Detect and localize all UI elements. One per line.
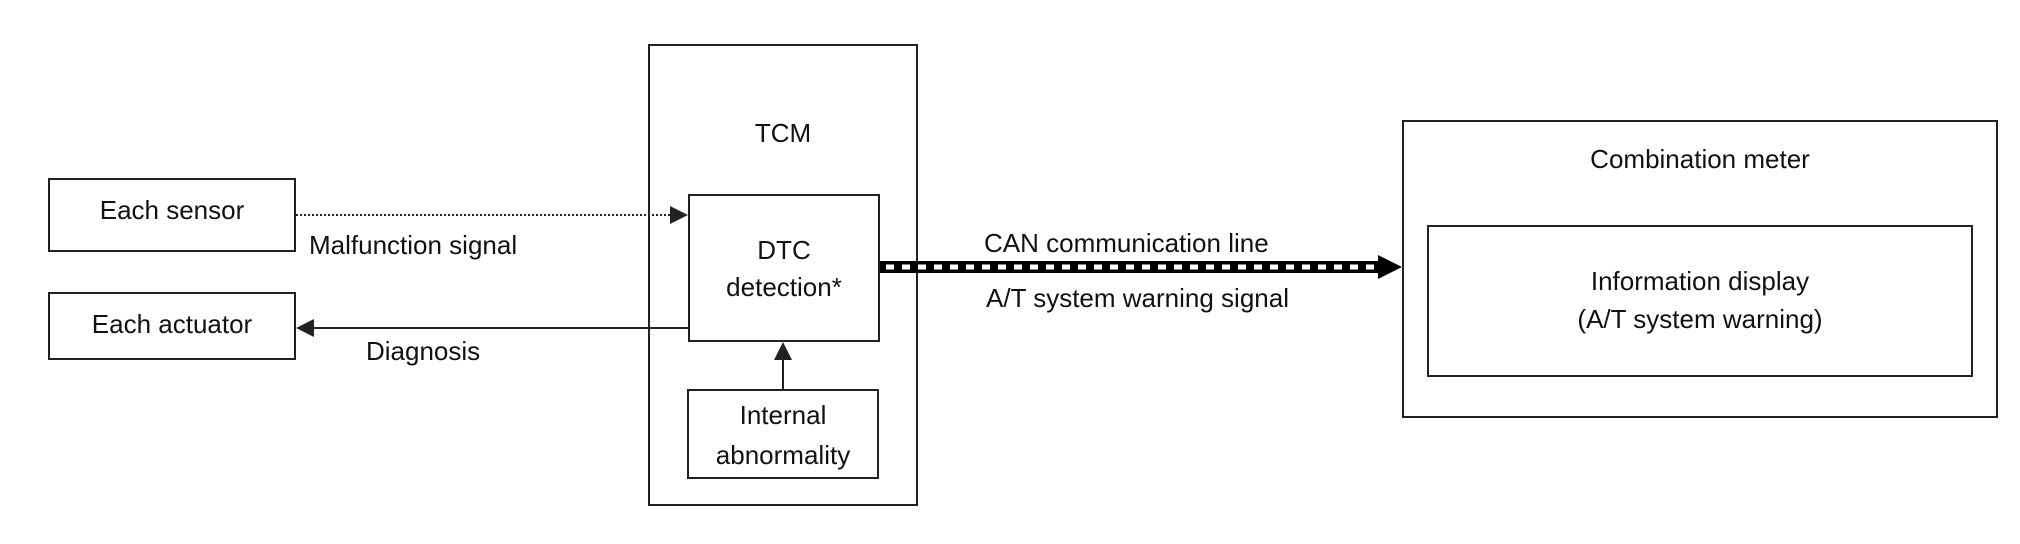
internal-abnormality-arrowhead (774, 342, 792, 360)
at-system-warning-signal-label: A/T system warning signal (986, 283, 1289, 313)
internal-abnormality-line2: abnormality (715, 440, 851, 470)
each-sensor-label: Each sensor (99, 195, 245, 225)
can-line-arrowhead (1378, 255, 1402, 279)
dtc-detection-line1: DTC (757, 235, 811, 265)
information-display-box (1427, 225, 1973, 377)
dtc-detection-box (688, 194, 880, 342)
each-actuator-box (48, 292, 296, 360)
internal-abnormality-line1: Internal (739, 400, 827, 430)
malfunction-signal-label: Malfunction signal (309, 230, 518, 260)
each-sensor-box (48, 178, 296, 252)
dtc-detection-line2: detection* (726, 272, 842, 302)
diagnosis-arrowhead (296, 319, 314, 337)
combination-meter-title: Combination meter (1590, 144, 1810, 174)
malfunction-signal-arrowhead (670, 206, 688, 224)
each-actuator-label: Each actuator (91, 309, 253, 339)
internal-abnormality-box (687, 389, 879, 479)
information-display-line1: Information display (1590, 266, 1810, 296)
diagnosis-label: Diagnosis (366, 336, 481, 366)
tcm-title: TCM (754, 118, 812, 148)
can-communication-line-label: CAN communication line (984, 228, 1269, 258)
information-display-line2: (A/T system warning) (1577, 304, 1823, 334)
